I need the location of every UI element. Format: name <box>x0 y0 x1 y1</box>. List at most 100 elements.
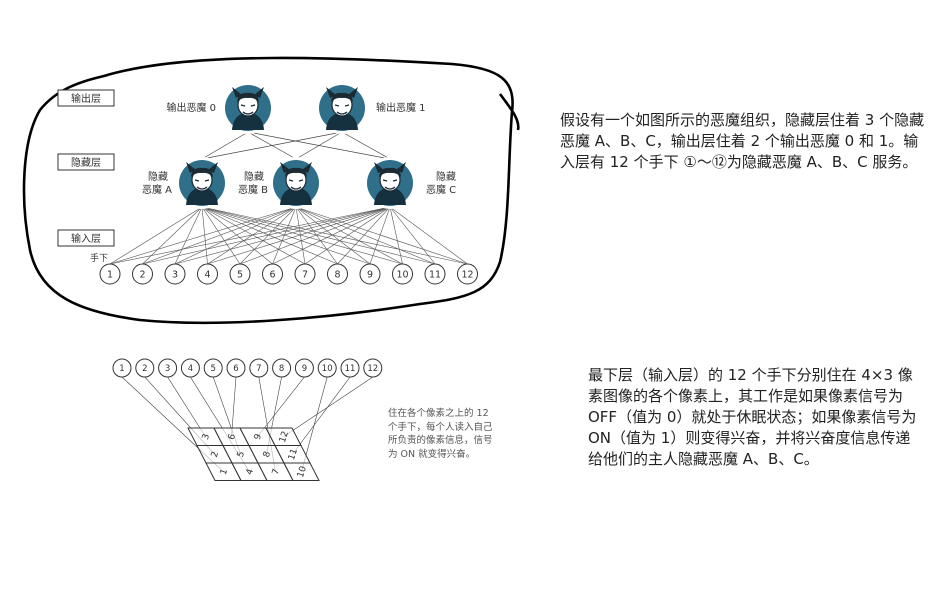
minion-number: 5 <box>237 270 243 281</box>
pixel-label: 4 <box>245 468 256 477</box>
connection-line <box>201 206 403 265</box>
connection-line <box>142 206 297 265</box>
minion-number: 5 <box>210 364 215 374</box>
connection-line <box>389 206 403 265</box>
minion-pixel-line <box>283 376 373 437</box>
minion-7: 7 <box>294 263 316 285</box>
demon-icon <box>221 81 275 135</box>
pixel-cell-10: 10 <box>283 462 320 481</box>
connection-line <box>142 206 391 265</box>
connection-line <box>174 206 391 265</box>
hidden-demon-c-label-1: 隐藏 <box>436 171 456 183</box>
hidden-demon-a-label-1: 隐藏 <box>148 171 168 183</box>
demon-icon <box>315 81 369 135</box>
connection-line <box>389 206 436 265</box>
demon-icon <box>363 156 417 210</box>
hidden-demon-b <box>269 156 323 210</box>
connection-line <box>247 131 391 160</box>
connection-line <box>272 206 391 265</box>
minion-number: 1 <box>107 270 113 281</box>
pixel-label: 7 <box>271 468 282 477</box>
minion-10: 10 <box>392 263 413 285</box>
minion-2: 2 <box>132 263 153 285</box>
pixel-label: 3 <box>201 433 212 442</box>
connection-line <box>272 206 297 265</box>
minion-number: 7 <box>302 270 308 281</box>
pixel-label: 8 <box>262 450 273 459</box>
minion-8: 8 <box>327 263 348 285</box>
hidden-output-connections <box>201 131 391 160</box>
minion-number: 12 <box>367 364 378 374</box>
connection-line <box>295 206 468 265</box>
pixel-minion-3: 3 <box>158 358 178 378</box>
layer-label-hidden: 隐藏层 <box>57 153 115 171</box>
output-demon-0 <box>221 81 275 135</box>
connection-line <box>201 206 241 265</box>
connection-line <box>174 206 297 265</box>
connection-line <box>201 206 436 265</box>
pixel-minion-1: 1 <box>112 358 132 378</box>
minion-number: 9 <box>367 270 373 281</box>
connection-line <box>295 206 371 265</box>
minion-number: 2 <box>139 270 145 281</box>
connection-line <box>109 206 203 265</box>
connection-line <box>295 206 338 265</box>
pixel-minion-12: 12 <box>363 358 383 378</box>
minions-label: 手下 <box>90 252 108 264</box>
minion-number: 3 <box>172 270 178 281</box>
connection-line <box>142 206 203 265</box>
minion-number: 8 <box>279 364 284 374</box>
connection-line <box>369 206 391 265</box>
input-hidden-connections <box>109 206 468 265</box>
minion-number: 9 <box>302 364 307 374</box>
pixel-map-note: 住在各个像素之上的 12 个手下，每个人读入自己所负责的像素信息，信号为 ON … <box>388 408 493 460</box>
minion-number: 11 <box>345 364 356 374</box>
connection-line <box>201 206 371 265</box>
minion-pixel-line <box>231 376 237 437</box>
description-paragraph-1: 假设有一个如图所示的恶魔组织，隐藏层住着 3 个隐藏恶魔 A、B、C，输出层住着… <box>560 111 925 171</box>
pixel-label: 12 <box>278 430 291 444</box>
pixel-minion-9: 9 <box>294 358 314 378</box>
pixel-label: 9 <box>253 433 264 442</box>
minion-number: 11 <box>429 270 441 281</box>
minion-number: 10 <box>322 364 333 374</box>
pixel-minion-8: 8 <box>272 358 292 378</box>
pixel-label: 6 <box>227 433 238 442</box>
layer-label-output: 输出层 <box>57 89 115 107</box>
pixel-minion-7: 7 <box>249 358 269 378</box>
connection-line <box>201 206 468 265</box>
pixel-minion-2: 2 <box>135 358 155 378</box>
output-demon-1-label: 输出恶魔 1 <box>376 101 426 114</box>
hidden-demon-b-label-1: 隐藏 <box>244 171 264 183</box>
connection-line <box>295 206 306 265</box>
svg-text:输入层: 输入层 <box>71 232 101 245</box>
minion-6: 6 <box>262 263 283 285</box>
minion-pixel-line <box>257 376 305 437</box>
svg-text:输出层: 输出层 <box>71 92 101 105</box>
pixel-label: 1 <box>219 468 230 477</box>
connection-line <box>304 206 391 265</box>
connection-line <box>201 131 249 160</box>
output-demon-1 <box>315 81 369 135</box>
pixel-label: 11 <box>287 448 300 462</box>
hidden-demon-a <box>175 156 229 210</box>
minion-4: 4 <box>197 263 218 285</box>
minion-number: 1 <box>119 364 124 374</box>
connection-line <box>109 206 297 265</box>
connection-line <box>239 206 391 265</box>
minion-9: 9 <box>359 263 381 285</box>
minion-number: 4 <box>204 270 210 281</box>
minion-pixel-line <box>292 376 351 455</box>
connection-line <box>201 206 273 265</box>
connection-line <box>207 206 297 265</box>
connection-line <box>109 206 391 265</box>
minion-number: 6 <box>269 270 275 281</box>
hidden-demon-c-label-2: 恶魔 C <box>426 183 456 196</box>
pixel-minion-5: 5 <box>203 358 223 378</box>
minion-3: 3 <box>164 263 186 285</box>
output-demon-0-label: 输出恶魔 0 <box>166 101 216 114</box>
